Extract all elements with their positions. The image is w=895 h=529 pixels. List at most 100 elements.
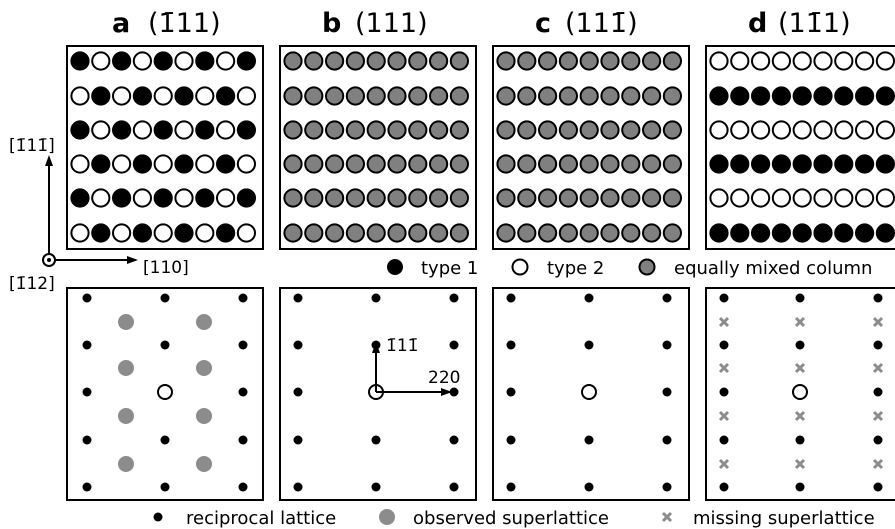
- atom-column: [600, 86, 620, 106]
- atom-column: [195, 154, 215, 174]
- reciprocal-spot: [873, 293, 883, 303]
- observed-superlattice-spot: [118, 314, 134, 330]
- reciprocal-spot: [238, 293, 248, 303]
- atom-column: [792, 86, 812, 106]
- atom-column: [325, 154, 345, 174]
- atom-column: [621, 154, 641, 174]
- atom-column: [408, 51, 428, 71]
- atom-column: [875, 223, 895, 243]
- atom-column: [112, 154, 132, 174]
- atom-column: [538, 154, 558, 174]
- axis-horizontal-label: [110]: [143, 258, 189, 278]
- reciprocal-spot: [293, 435, 303, 445]
- missing-superlattice-spot: [794, 410, 806, 422]
- panel-c-real-frame: [492, 45, 690, 250]
- atom-column: [429, 154, 449, 174]
- atom-column: [91, 223, 111, 243]
- atom-column: [366, 154, 386, 174]
- atom-column: [662, 154, 683, 174]
- atom-column: [216, 51, 236, 71]
- atom-column: [579, 51, 599, 71]
- atom-column: [195, 188, 215, 208]
- atom-column: [153, 154, 173, 174]
- atom-column: [429, 188, 449, 208]
- missing-superlattice-spot: [872, 362, 884, 374]
- reciprocal-spot: [82, 340, 92, 350]
- atom-column: [538, 51, 558, 71]
- atom-column: [662, 120, 683, 140]
- legend-missing-marker: [661, 511, 673, 523]
- atom-column: [132, 154, 152, 174]
- atom-column: [709, 223, 729, 243]
- reciprocal-spot: [719, 340, 729, 350]
- origin-spot: [157, 384, 173, 400]
- atom-column: [283, 154, 303, 174]
- atom-column: [236, 154, 256, 174]
- atom-column: [216, 120, 236, 140]
- legend-mixed-label: equally mixed column: [674, 258, 872, 279]
- reciprocal-spot: [662, 340, 672, 350]
- reciprocal-spot: [662, 293, 672, 303]
- atom-column: [558, 86, 579, 106]
- atom-column: [642, 86, 662, 106]
- missing-superlattice-spot: [794, 316, 806, 328]
- atom-column: [449, 188, 469, 208]
- reciprocal-spot: [662, 435, 672, 445]
- atom-column: [496, 188, 516, 208]
- panel-d-real-frame: [705, 45, 895, 250]
- atom-column: [132, 223, 152, 243]
- atom-column: [621, 51, 641, 71]
- atom-column: [408, 120, 428, 140]
- atom-column: [538, 223, 558, 243]
- atom-column: [813, 223, 833, 243]
- legend-top: type 1 type 2 equally mixed column: [387, 258, 872, 279]
- atom-column: [662, 188, 683, 208]
- reciprocal-spot: [662, 482, 672, 492]
- atom-column: [366, 223, 386, 243]
- axis-indicator: [1̄11̄] [110] [1̄12]: [9, 136, 189, 294]
- atom-column: [70, 51, 90, 71]
- reciprocal-spot: [371, 293, 381, 303]
- reciprocal-spot: [160, 482, 170, 492]
- reciprocal-vectors: 1̄11̄ 220: [372, 336, 460, 396]
- atom-column: [730, 120, 750, 140]
- reciprocal-spot: [293, 340, 303, 350]
- atom-column: [538, 86, 558, 106]
- atom-column: [345, 223, 365, 243]
- atom-column: [345, 120, 365, 140]
- legend-observed-label: observed superlattice: [413, 508, 609, 529]
- atom-column: [730, 154, 750, 174]
- reciprocal-spot: [449, 435, 459, 445]
- atom-column: [408, 154, 428, 174]
- observed-superlattice-spot: [196, 408, 212, 424]
- reciprocal-spot: [506, 435, 516, 445]
- atom-column: [813, 188, 833, 208]
- atom-column: [558, 223, 579, 243]
- atom-column: [751, 154, 771, 174]
- atom-column: [792, 51, 812, 71]
- atom-column: [621, 120, 641, 140]
- reciprocal-spot: [795, 482, 805, 492]
- reciprocal-spot: [160, 435, 170, 445]
- panel-c-reciprocal-frame: [492, 287, 690, 501]
- atom-column: [283, 51, 303, 71]
- atom-column: [429, 51, 449, 71]
- atom-column: [216, 223, 236, 243]
- panel-titles: a (1̄11) b (111) c (111̄) d (11̄1): [112, 8, 851, 39]
- atom-column: [345, 188, 365, 208]
- atom-column: [517, 120, 537, 140]
- atom-column: [558, 188, 579, 208]
- legend-type2-marker: [511, 258, 529, 276]
- atom-column: [730, 188, 750, 208]
- atom-column: [600, 120, 620, 140]
- reciprocal-spot: [238, 387, 248, 397]
- atom-column: [387, 86, 407, 106]
- reciprocal-spot: [584, 293, 594, 303]
- atom-column: [662, 51, 683, 71]
- atom-column: [751, 223, 771, 243]
- legend-reciprocal-marker: [153, 512, 163, 522]
- atom-column: [662, 86, 683, 106]
- panel-d-letter: d: [748, 8, 767, 39]
- reciprocal-spot: [449, 340, 459, 350]
